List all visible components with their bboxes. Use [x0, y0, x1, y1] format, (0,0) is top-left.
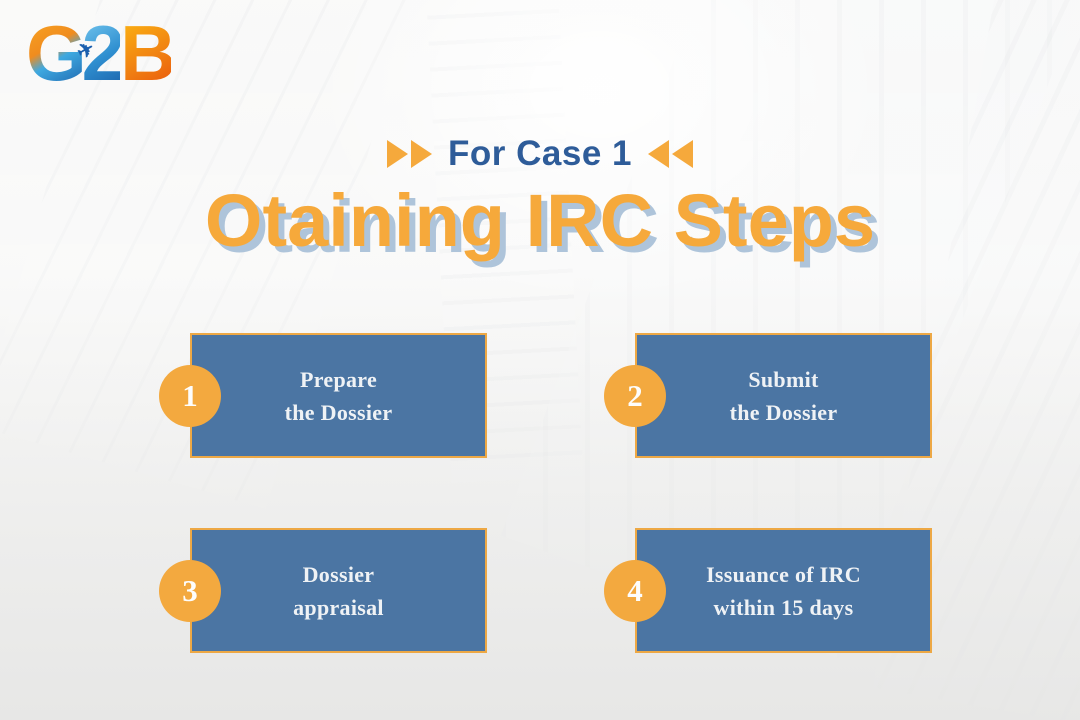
step-card-2: 2 Submit the Dossier — [604, 333, 932, 458]
logo-letter-g: G — [26, 9, 87, 97]
page-title: Otaining IRC Steps — [204, 179, 876, 262]
left-triangle-icon — [671, 140, 693, 168]
step-number-badge: 1 — [159, 364, 221, 427]
step-number-badge: 2 — [604, 364, 666, 427]
left-triangle-icon — [647, 140, 669, 168]
case-label-row: For Case 1 — [0, 134, 1080, 174]
step-label-line1: Issuance of IRC — [706, 561, 861, 587]
step-card-3: 3 Dossier appraisal — [159, 528, 487, 653]
right-triangle-icon — [411, 140, 433, 168]
step-card-1: 1 Prepare the Dossier — [159, 333, 487, 458]
g2b-logo: G 2 B ✈ — [26, 9, 176, 97]
logo-letter-2: 2 — [81, 9, 125, 97]
step-label-line2: within 15 days — [713, 594, 854, 620]
rewind-icon — [647, 140, 693, 168]
case-label: For Case 1 — [448, 134, 632, 173]
step-label-line2: the Dossier — [729, 399, 838, 425]
step-label-line2: the Dossier — [284, 399, 393, 425]
step-label-line1: Submit — [748, 366, 819, 392]
step-card-4: 4 Issuance of IRC within 15 days — [604, 528, 932, 653]
step-label-line1: Prepare — [299, 366, 378, 392]
step-label-line2: appraisal — [293, 594, 384, 620]
step-label: Prepare the Dossier — [285, 363, 393, 429]
step-label: Dossier appraisal — [293, 558, 384, 624]
step-number-badge: 3 — [159, 559, 221, 622]
fast-forward-icon — [387, 140, 433, 168]
step-label: Issuance of IRC within 15 days — [706, 558, 861, 624]
right-triangle-icon — [387, 140, 409, 168]
step-number-badge: 4 — [604, 559, 666, 622]
logo-letter-b: B — [120, 9, 176, 97]
step-label-line1: Dossier — [302, 561, 375, 587]
step-label: Submit the Dossier — [730, 363, 838, 429]
